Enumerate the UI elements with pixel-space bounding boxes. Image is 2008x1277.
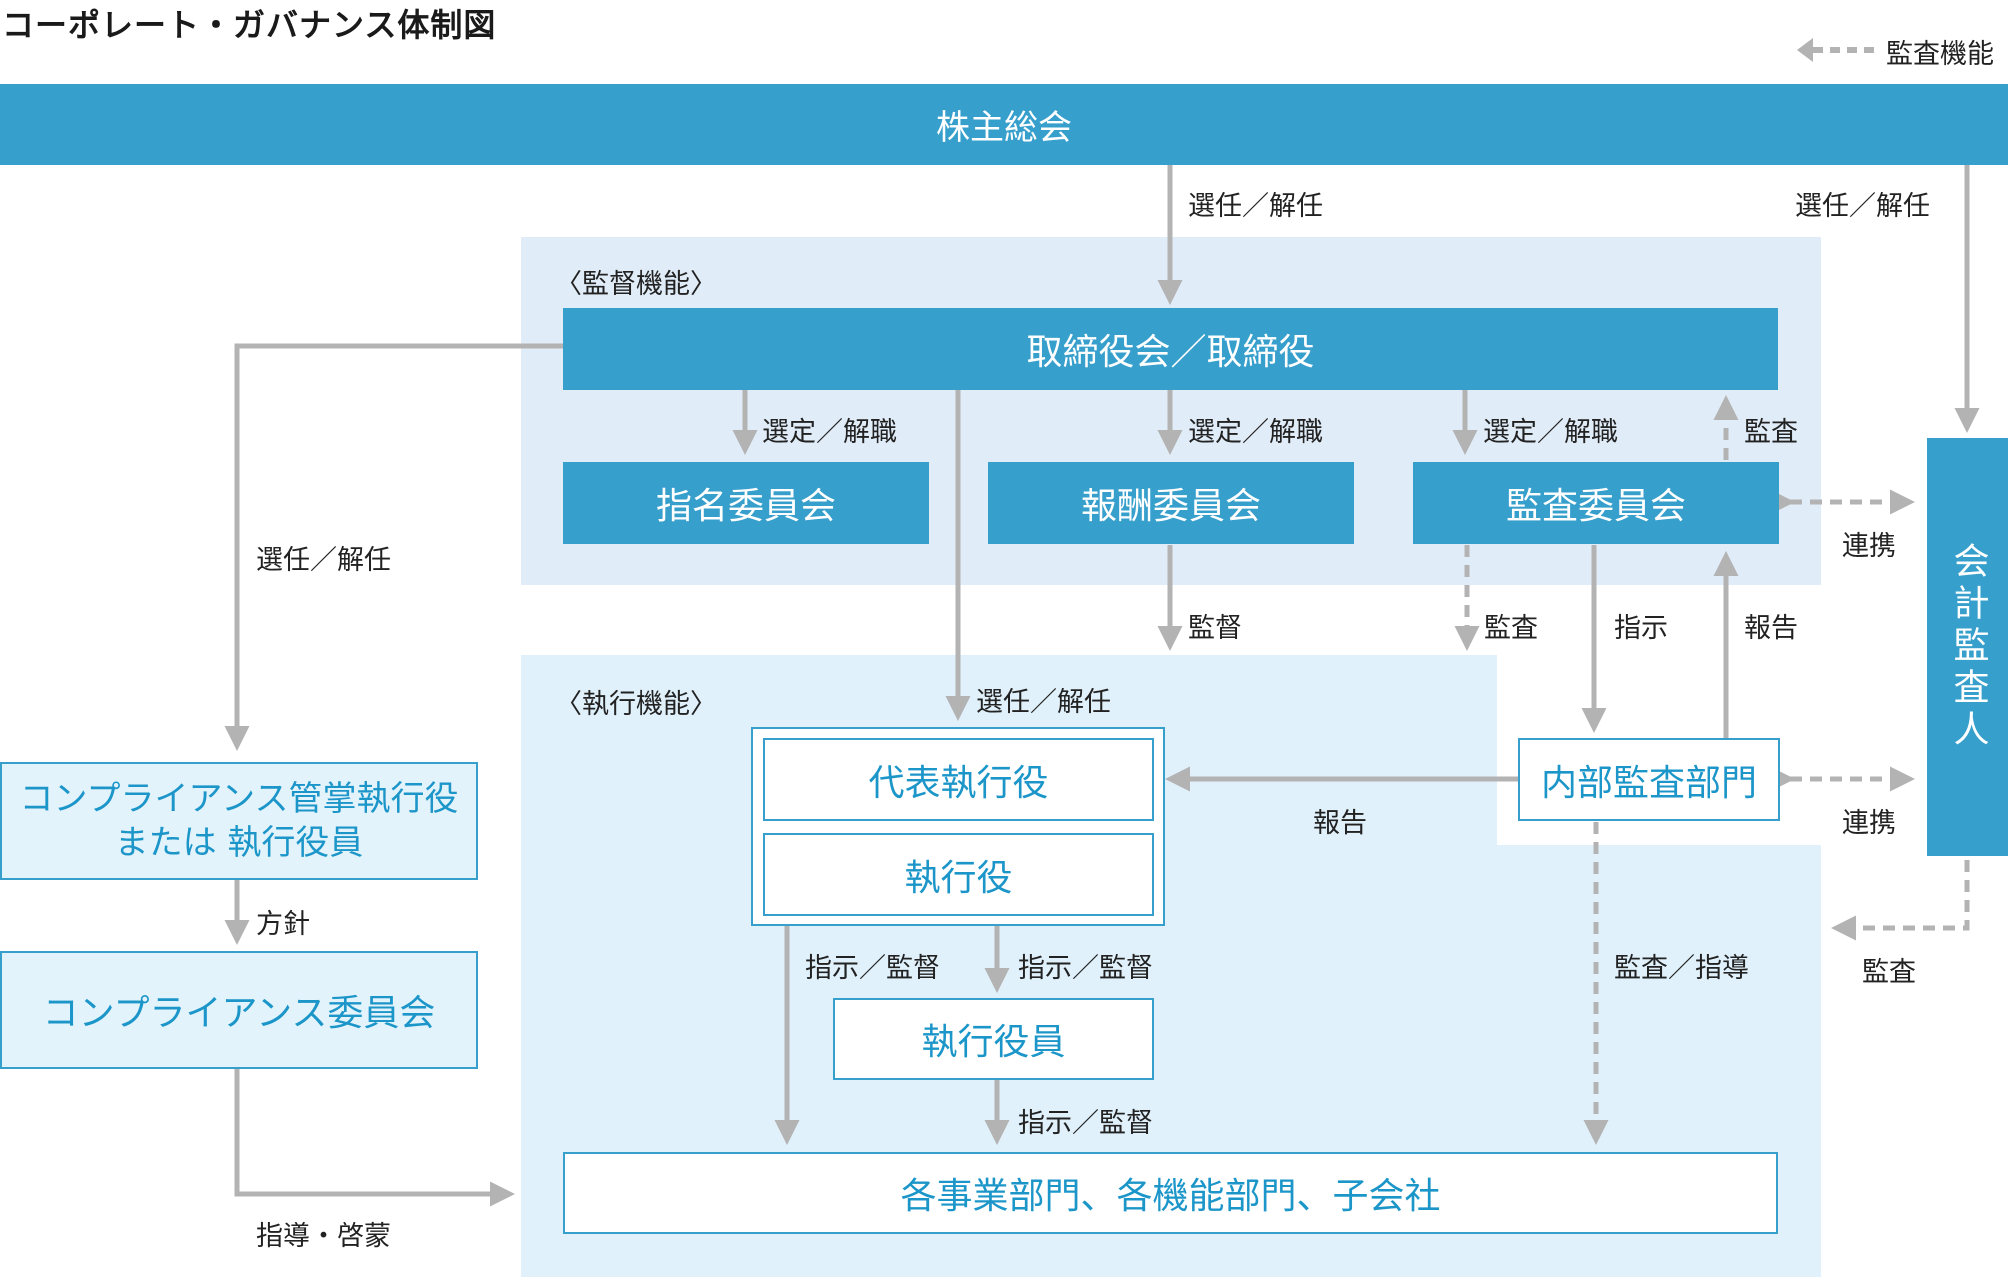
- operating-officers-box: 執行役員: [833, 998, 1154, 1080]
- label-policy: 方針: [256, 909, 310, 940]
- arrow-auditor-execution: [1831, 860, 1970, 941]
- executive-officers-label: 執行役: [904, 857, 1013, 899]
- ceo-box: 代表執行役: [763, 738, 1154, 821]
- board-box: 取締役会／取締役: [563, 308, 1778, 390]
- legend-label: 監査機能: [1886, 39, 1994, 70]
- label-elect-dismiss-board: 選任／解任: [1188, 191, 1323, 222]
- label-supervise: 監督: [1188, 613, 1242, 644]
- compliance-committee-label: コンプライアンス委員会: [42, 993, 436, 1034]
- label-audit-guidance: 監査／指導: [1614, 953, 1749, 984]
- label-select-dismiss-nominating: 選定／解職: [762, 417, 897, 448]
- label-instruct-supervise-3: 指示／監督: [1018, 1108, 1153, 1139]
- label-instruct-supervise-1: 指示／監督: [805, 953, 940, 984]
- supervision-region-label: 〈監督機能〉: [555, 269, 717, 300]
- accounting-auditor-label: 会計監査人: [1947, 542, 1989, 752]
- label-instruct-supervise-2: 指示／監督: [1018, 953, 1153, 984]
- divisions-box: 各事業部門、各機能部門、子会社: [563, 1152, 1778, 1234]
- shareholders-meeting-box: 株主総会: [0, 84, 2008, 165]
- board-label: 取締役会／取締役: [1026, 332, 1315, 373]
- label-instruct: 指示: [1614, 613, 1668, 644]
- label-cooperate-2: 連携: [1842, 808, 1896, 839]
- compliance-officer-box: コンプライアンス管掌執行役 または 執行役員: [0, 762, 478, 880]
- label-guidance: 指導・啓蒙: [256, 1221, 391, 1252]
- label-elect-dismiss-auditor: 選任／解任: [1795, 191, 1930, 222]
- label-elect-dismiss-ceo: 選任／解任: [976, 687, 1111, 718]
- page-title: コーポレート・ガバナンス体制図: [2, 6, 497, 44]
- label-elect-dismiss-compliance: 選任／解任: [256, 545, 391, 576]
- arrow-compliance-guidance: [234, 1068, 515, 1207]
- compensation-committee-label: 報酬委員会: [1080, 486, 1261, 527]
- nominating-committee-box: 指名委員会: [563, 462, 929, 544]
- audit-committee-box: 監査委員会: [1413, 462, 1779, 544]
- compliance-officer-label-line1: コンプライアンス管掌執行役: [19, 779, 459, 819]
- internal-audit-label: 内部監査部門: [1540, 762, 1757, 804]
- arrow-board-compliance: [224, 343, 563, 751]
- compensation-committee-box: 報酬委員会: [988, 462, 1354, 544]
- label-select-dismiss-audit: 選定／解職: [1483, 417, 1618, 448]
- compliance-committee-box: コンプライアンス委員会: [0, 951, 478, 1069]
- label-audit-execution: 監査: [1484, 613, 1538, 644]
- executive-officers-box: 執行役: [763, 833, 1154, 916]
- compliance-officer-label-line2: または 執行役員: [114, 823, 364, 863]
- ceo-label: 代表執行役: [868, 762, 1049, 804]
- divisions-label: 各事業部門、各機能部門、子会社: [900, 1176, 1441, 1217]
- operating-officers-label: 執行役員: [921, 1022, 1066, 1063]
- nominating-committee-label: 指名委員会: [655, 486, 836, 527]
- label-cooperate-1: 連携: [1842, 531, 1896, 562]
- label-report-up: 報告: [1744, 613, 1798, 644]
- execution-region-label: 〈執行機能〉: [555, 689, 717, 720]
- label-select-dismiss-compensation: 選定／解職: [1188, 417, 1323, 448]
- label-audit-external: 監査: [1862, 957, 1916, 988]
- label-report-left: 報告: [1313, 808, 1367, 839]
- internal-audit-box: 内部監査部門: [1518, 738, 1780, 821]
- legend-dashed-arrow-icon: [1797, 38, 1875, 62]
- accounting-auditor-box: 会計監査人: [1927, 438, 2008, 856]
- audit-committee-label: 監査委員会: [1505, 486, 1686, 527]
- label-audit-board: 監査: [1744, 417, 1798, 448]
- shareholders-meeting-label: 株主総会: [936, 108, 1072, 148]
